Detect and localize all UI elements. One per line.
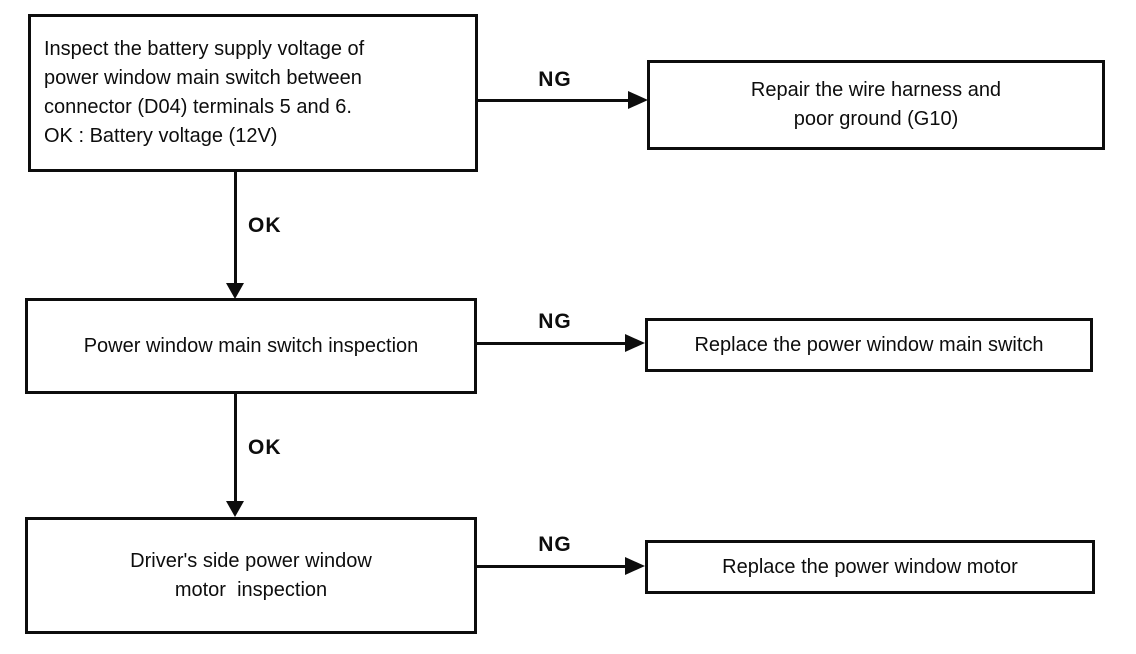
- edge-label-ok-1: OK: [248, 214, 282, 237]
- node-inspect-battery-voltage: Inspect the battery supply voltage of po…: [28, 14, 478, 172]
- node-text-line: Inspect the battery supply voltage of: [44, 38, 365, 60]
- edge-label-ok-2: OK: [248, 436, 282, 459]
- node-text-line: motor inspection: [174, 578, 328, 601]
- edge-label-ng-1: NG: [538, 68, 572, 91]
- arrow-ng-3-line: [477, 565, 625, 568]
- node-replace-window-motor: Replace the power window motor: [645, 540, 1095, 594]
- node-text-line: Replace the power window main switch: [694, 333, 1044, 356]
- node-text-line: OK : Battery voltage (12V): [44, 125, 278, 147]
- node-text-line: Replace the power window motor: [722, 555, 1018, 578]
- node-text-line: Driver's side power window: [130, 549, 372, 572]
- arrow-ng-1-head-icon: [628, 91, 648, 109]
- arrow-ok-2-line: [234, 394, 237, 504]
- node-text-line: poor ground (G10): [793, 108, 959, 130]
- node-text-line: Repair the wire harness and: [750, 79, 1002, 101]
- arrow-ng-1-line: [478, 99, 628, 102]
- node-repair-wire-harness: Repair the wire harness and poor ground …: [647, 60, 1105, 150]
- arrow-ng-2-head-icon: [625, 334, 645, 352]
- node-main-switch-inspection: Power window main switch inspection: [25, 298, 477, 394]
- node-text-line: power window main switch between: [44, 67, 362, 89]
- arrow-ok-1-line: [234, 172, 237, 286]
- node-text-line: Power window main switch inspection: [83, 334, 419, 357]
- arrow-ok-1-head-icon: [226, 283, 244, 299]
- arrow-ng-2-line: [477, 342, 627, 345]
- node-replace-main-switch: Replace the power window main switch: [645, 318, 1093, 372]
- node-text-line: connector (D04) terminals 5 and 6.: [44, 96, 352, 118]
- arrow-ng-3-head-icon: [625, 557, 645, 575]
- arrow-ok-2-head-icon: [226, 501, 244, 517]
- node-driver-window-motor-inspection: Driver's side power window motor inspect…: [25, 517, 477, 634]
- edge-label-ng-2: NG: [538, 310, 572, 333]
- edge-label-ng-3: NG: [538, 533, 572, 556]
